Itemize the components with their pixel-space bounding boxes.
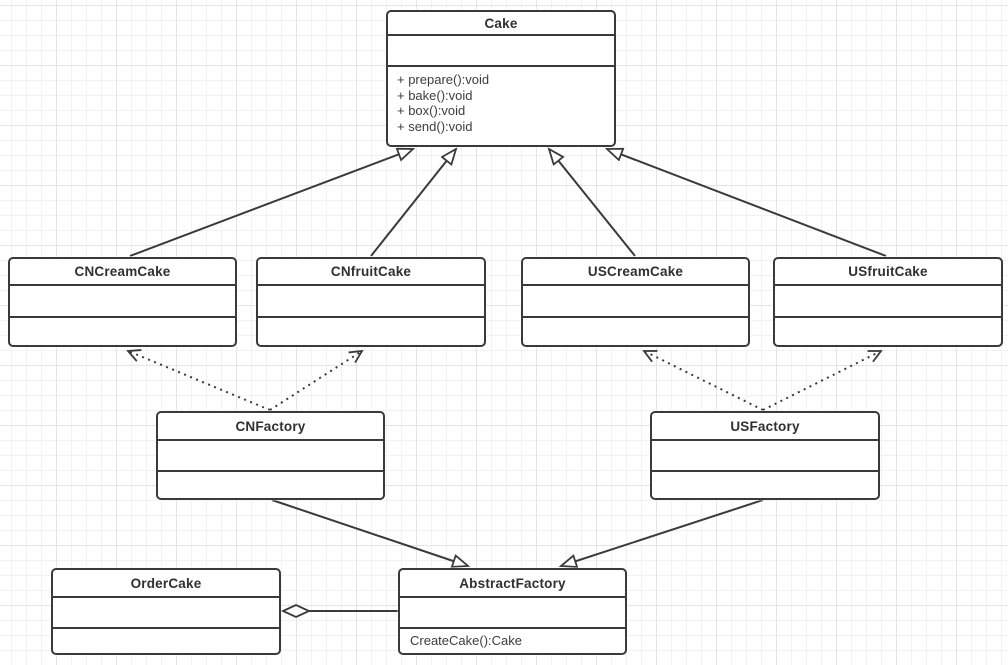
- edge-generalization-uscreamcake-to-cake: [549, 149, 636, 257]
- class-cake[interactable]: Cake + prepare():void + bake():void + bo…: [386, 10, 616, 147]
- class-uscreamcake-methods: [523, 318, 748, 345]
- class-cncreamcake-attributes: [10, 286, 235, 318]
- class-cncreamcake-title: CNCreamCake: [10, 259, 235, 286]
- class-cnfactory-title: CNFactory: [158, 413, 383, 441]
- class-ordercake-title: OrderCake: [53, 570, 279, 598]
- class-usfruitcake-attributes: [775, 286, 1001, 318]
- class-cnfactory[interactable]: CNFactory: [156, 411, 385, 500]
- edge-generalization-cnfactory-to-abstractfactory: [271, 499, 468, 566]
- method-line: CreateCake():Cake: [410, 633, 522, 649]
- class-ordercake-methods: [53, 629, 279, 653]
- aggregation-diamond-icon: [280, 604, 312, 618]
- class-uscreamcake-attributes: [523, 286, 748, 318]
- class-cnfruitcake[interactable]: CNfruitCake: [256, 257, 486, 347]
- class-uscreamcake[interactable]: USCreamCake: [521, 257, 750, 347]
- class-usfactory-title: USFactory: [652, 413, 878, 441]
- edge-dependency-cnfactory-to-cncreamcake: [126, 349, 271, 411]
- class-cake-methods: + prepare():void + bake():void + box():v…: [388, 67, 614, 145]
- class-cake-attributes: [388, 36, 614, 67]
- edge-dependency-cnfactory-to-cnfruitcake: [269, 349, 364, 411]
- class-ordercake[interactable]: OrderCake: [51, 568, 281, 655]
- class-usfactory[interactable]: USFactory: [650, 411, 880, 500]
- edge-dependency-usfactory-to-usfruitcake: [762, 350, 883, 411]
- method-line: + box():void: [397, 103, 466, 118]
- class-ordercake-attributes: [53, 598, 279, 629]
- class-cncreamcake-methods: [10, 318, 235, 345]
- method-line: + bake():void: [397, 87, 473, 103]
- class-cnfactory-attributes: [158, 441, 383, 472]
- class-cnfactory-methods: [158, 472, 383, 498]
- edge-generalization-usfactory-to-abstractfactory: [561, 499, 764, 566]
- edge-generalization-cnfruitcake-to-cake: [370, 149, 456, 257]
- class-abstractfactory[interactable]: AbstractFactory CreateCake():Cake: [398, 568, 627, 655]
- class-usfactory-attributes: [652, 441, 878, 472]
- class-cncreamcake[interactable]: CNCreamCake: [8, 257, 237, 347]
- class-usfruitcake-title: USfruitCake: [775, 259, 1001, 286]
- class-usfruitcake[interactable]: USfruitCake: [773, 257, 1003, 347]
- class-abstractfactory-methods: CreateCake():Cake: [400, 629, 625, 653]
- class-cnfruitcake-title: CNfruitCake: [258, 259, 484, 286]
- edge-aggregation-ordercake-abstractfactory: [280, 604, 398, 618]
- class-uscreamcake-title: USCreamCake: [523, 259, 748, 286]
- class-usfruitcake-methods: [775, 318, 1001, 345]
- class-usfactory-methods: [652, 472, 878, 498]
- class-cake-title: Cake: [388, 12, 614, 36]
- class-cnfruitcake-attributes: [258, 286, 484, 318]
- class-abstractfactory-title: AbstractFactory: [400, 570, 625, 598]
- method-line: + send():void: [397, 118, 473, 134]
- edge-dependency-usfactory-to-uscreamcake: [642, 350, 764, 411]
- class-abstractfactory-attributes: [400, 598, 625, 629]
- method-line: + prepare():void: [397, 72, 490, 87]
- class-cnfruitcake-methods: [258, 318, 484, 345]
- edge-generalization-cncreamcake-to-cake: [129, 149, 413, 257]
- edge-generalization-usfruitcake-to-cake: [607, 149, 887, 257]
